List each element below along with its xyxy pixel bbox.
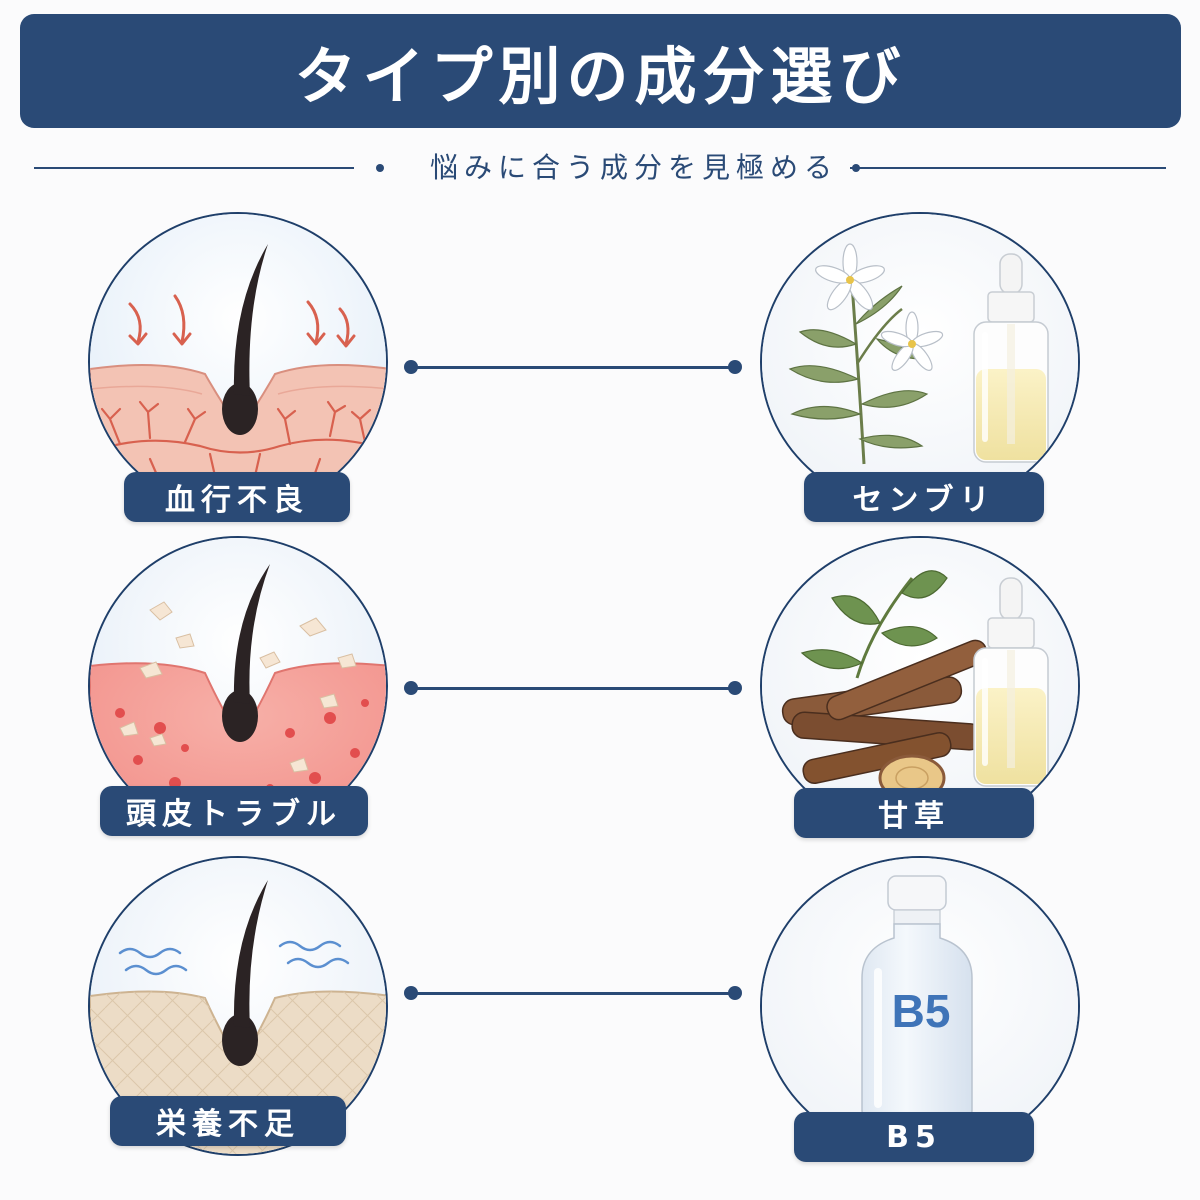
connector-row-2: [404, 681, 742, 695]
senburi-illustration: [760, 212, 1080, 512]
problem-label-circulation: 血行不良: [124, 472, 350, 522]
ingredient-label-senburi: センブリ: [804, 472, 1044, 522]
connector-dot-right: [728, 986, 742, 1000]
connector-dot-left: [404, 360, 418, 374]
problem-label-nutrient-deficiency: 栄養不足: [110, 1096, 346, 1146]
page-title: タイプ別の成分選び: [294, 40, 907, 113]
ingredient-label-b5: B5: [794, 1112, 1034, 1162]
b5-illustration: B5: [760, 856, 1080, 1156]
connector-dot-left: [404, 986, 418, 1000]
connector-row-3: [404, 986, 742, 1000]
connector-dot-left: [404, 681, 418, 695]
title-banner: タイプ別の成分選び: [20, 14, 1181, 128]
subtitle-row: 悩みに合う成分を見極める: [34, 150, 1166, 186]
subtitle-line-left: [34, 167, 354, 169]
subtitle-line-right: [850, 167, 1166, 169]
circulation-illustration: [88, 212, 388, 512]
b5-bottle-mark: B5: [891, 985, 951, 1037]
connector-dot-right: [728, 360, 742, 374]
connector-dot-right: [728, 681, 742, 695]
ingredient-label-licorice: 甘草: [794, 788, 1034, 838]
problem-label-scalp-trouble: 頭皮トラブル: [100, 786, 368, 836]
connector-row-1: [404, 360, 742, 374]
subtitle-dot-left: [376, 164, 384, 172]
subtitle: 悩みに合う成分を見極める: [429, 151, 838, 184]
